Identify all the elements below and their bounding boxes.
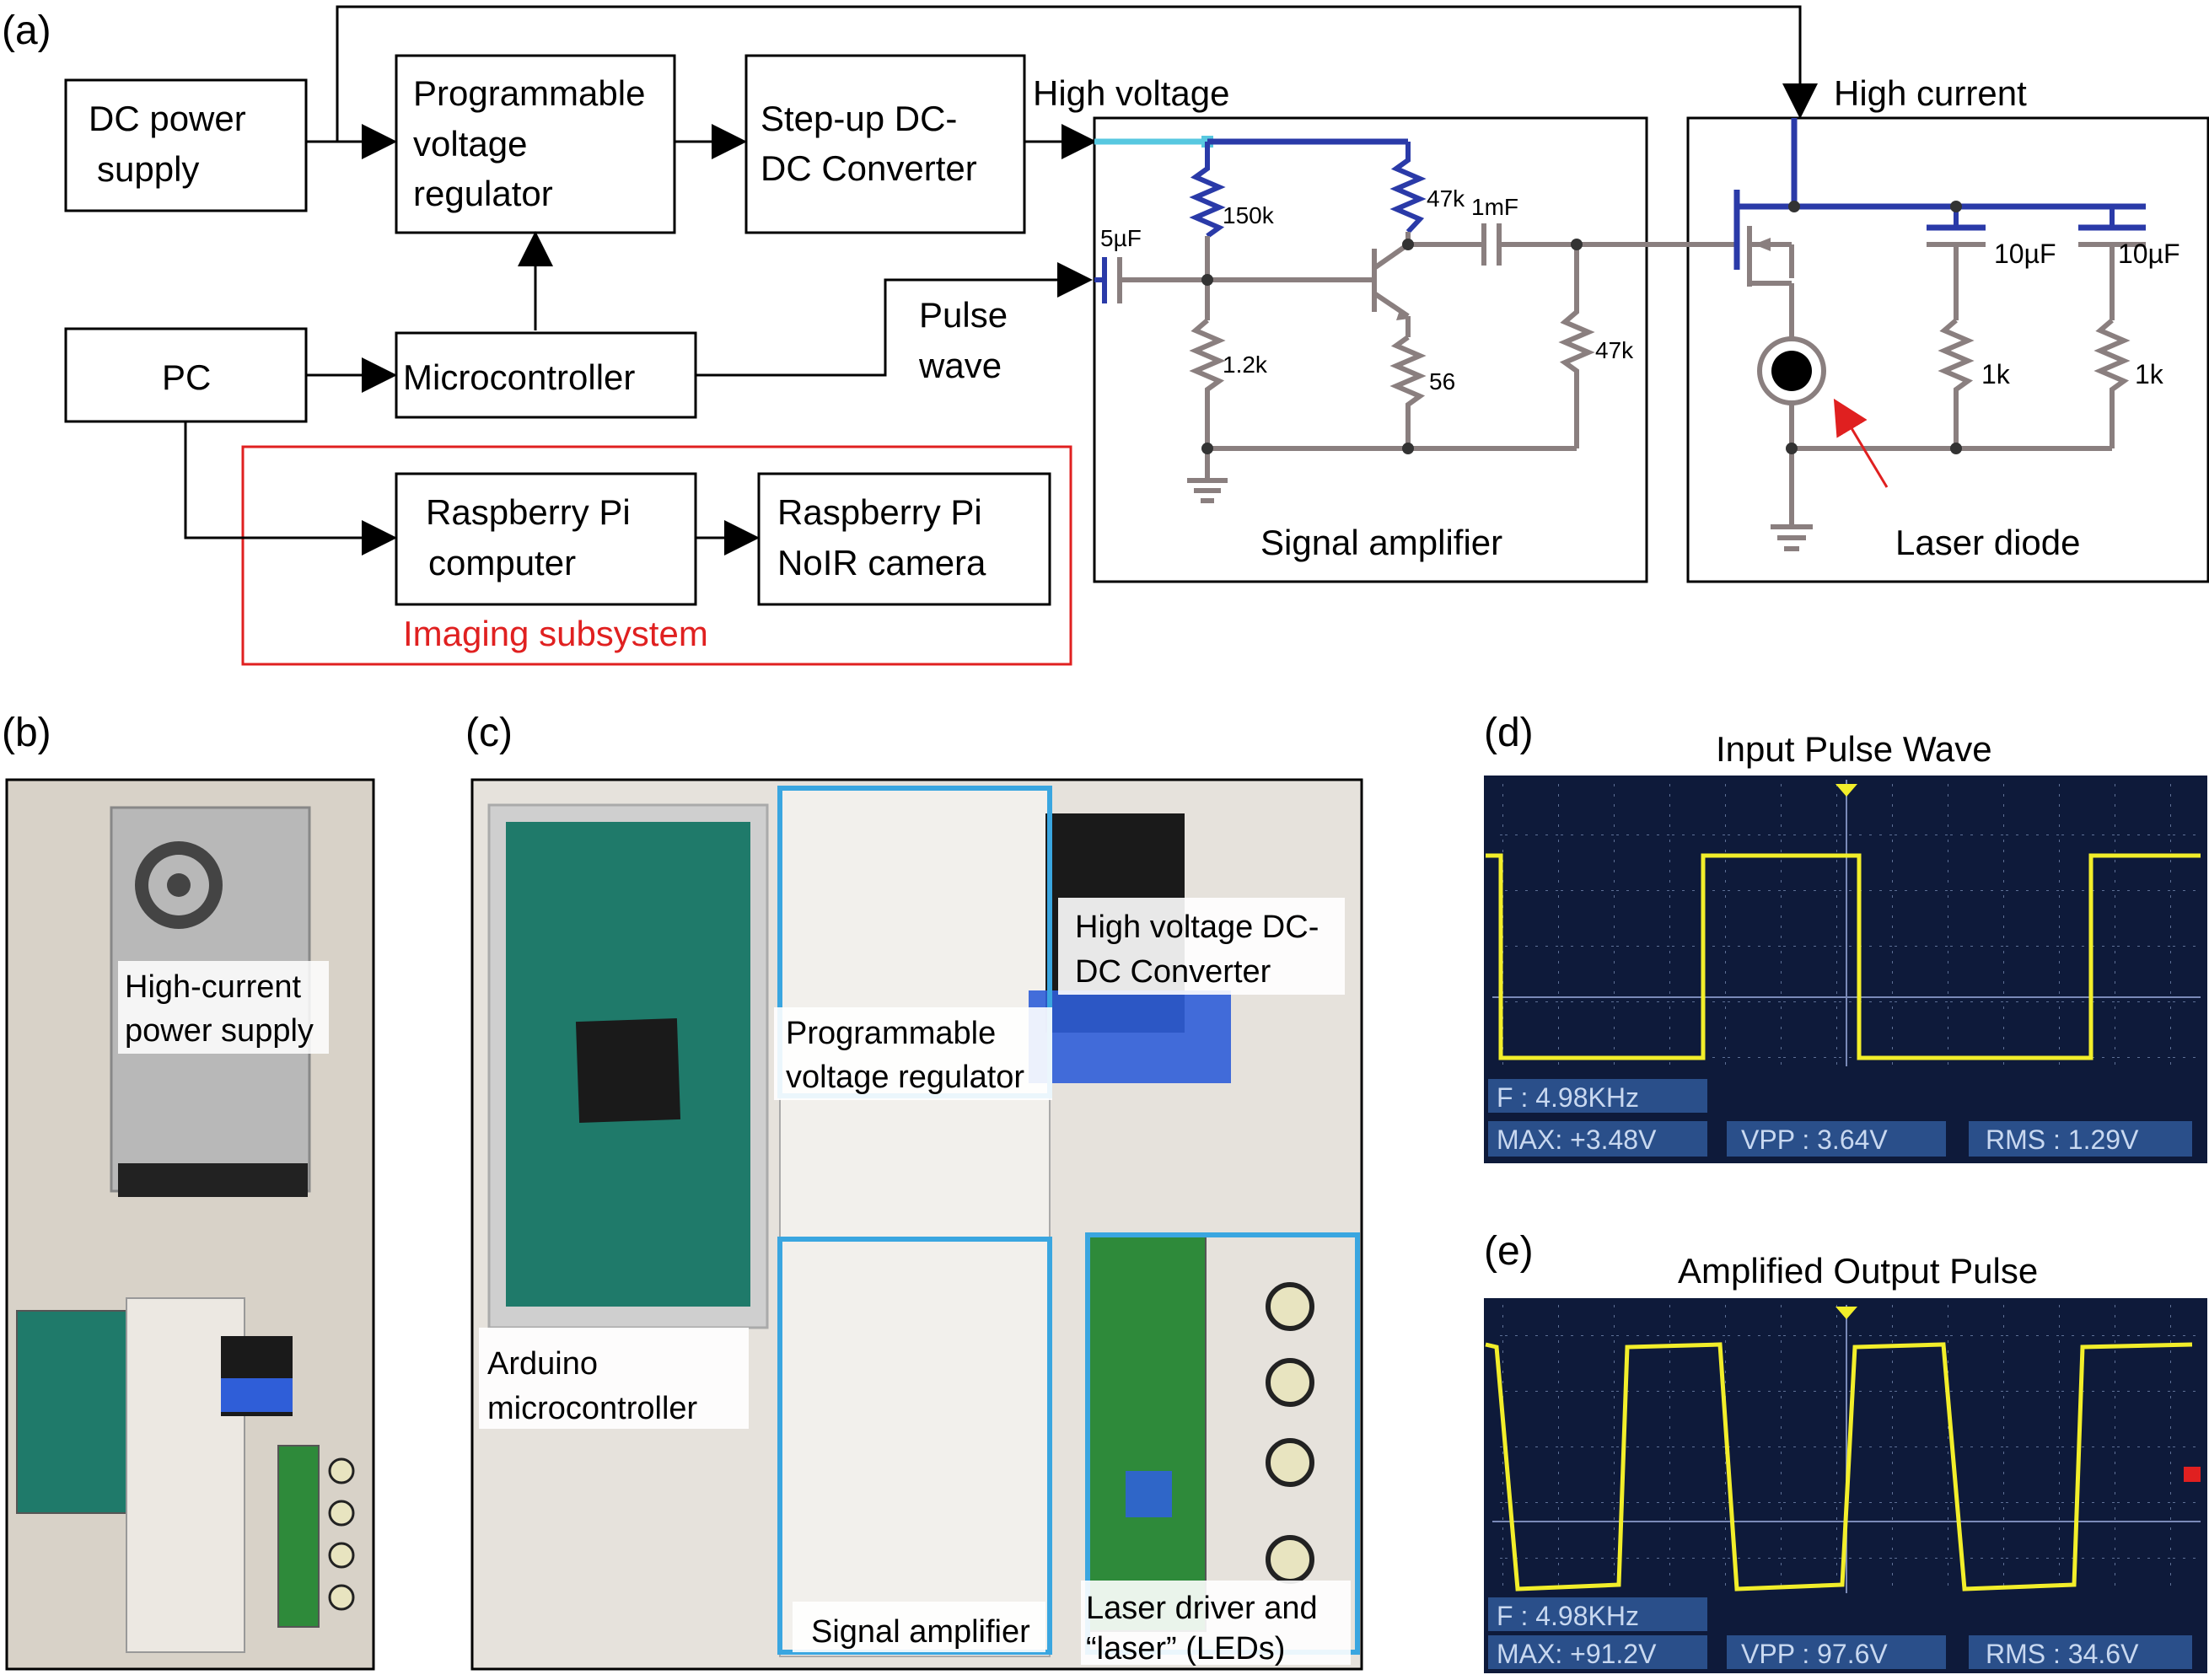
- laser-diode-label: Laser diode: [1895, 523, 2081, 562]
- scope-d: F : 4.98KHz MAX: +3.48V VPP : 3.64V RMS …: [1484, 776, 2207, 1163]
- scope-e-freq: F : 4.98KHz: [1497, 1601, 1639, 1631]
- laser-driver-box: [1686, 116, 2209, 583]
- amp-r1-label: 150k: [1223, 202, 1275, 228]
- amp-r3-label: 1.2k: [1223, 352, 1268, 378]
- dc-power-supply-box: [64, 78, 308, 212]
- scope-e-vpp: VPP : 97.6V: [1741, 1639, 1888, 1669]
- scope-d-vpp: VPP : 3.64V: [1741, 1124, 1888, 1155]
- regulator-line2: voltage: [413, 124, 527, 164]
- imaging-subsystem-box: [241, 445, 1072, 666]
- laser-r2-label: 1k: [2135, 359, 2164, 389]
- amp-cin-label: 5µF: [1100, 225, 1142, 251]
- high-current-label: High current: [1834, 73, 2027, 113]
- scope-e-title: Amplified Output Pulse: [1678, 1251, 2038, 1291]
- pulse-label-line2: wave: [918, 346, 1002, 385]
- c-regulator-label-bg: [774, 1007, 1052, 1100]
- c-laser-label-bg: [1081, 1581, 1351, 1665]
- regulator-line3: regulator: [413, 174, 553, 213]
- scope-e-max: MAX: +91.2V: [1497, 1639, 1657, 1669]
- rpi-computer-line2: computer: [428, 543, 576, 582]
- high-voltage-label: High voltage: [1033, 73, 1229, 113]
- c-breadboard: [779, 787, 1051, 1657]
- panel-a-label: (a): [2, 8, 51, 53]
- scope-d-title: Input Pulse Wave: [1716, 729, 1992, 769]
- b-led-board: [277, 1445, 320, 1628]
- amp-cout-label: 1mF: [1471, 194, 1518, 220]
- panel-e-label: (e): [1484, 1229, 1534, 1274]
- laser-r1-label: 1k: [1981, 359, 2011, 389]
- laser-driver-schematic: 10µF 10µF 1k 1k: [1733, 118, 2180, 551]
- amp-r2-label: 47k: [1427, 185, 1465, 212]
- step-up-line2: DC Converter: [761, 148, 977, 188]
- c-dcdc-line1: High voltage DC-: [1075, 910, 1319, 945]
- scope-e-rms: RMS : 34.6V: [1986, 1639, 2139, 1669]
- scope-d-max: MAX: +3.48V: [1497, 1124, 1657, 1155]
- panel-c-label: (c): [465, 711, 513, 755]
- block-connections: [184, 5, 1818, 556]
- c-laser-line1: Laser driver and: [1086, 1591, 1318, 1626]
- signal-amplifier-title: Signal amplifier: [1260, 523, 1502, 562]
- rpi-camera-line1: Raspberry Pi: [777, 492, 982, 532]
- rpi-camera-line2: NoIR camera: [777, 543, 986, 582]
- c-regulator-line1: Programmable: [786, 1016, 996, 1051]
- amplifier-schematic: 150k 47k 1mF 5µF 1.2k 56 47k: [1094, 136, 1737, 503]
- amp-r4-label: 56: [1429, 368, 1455, 395]
- regulator-line1: Programmable: [413, 73, 645, 113]
- b-label-bg: [118, 961, 329, 1054]
- pulse-label-line1: Pulse: [919, 295, 1008, 335]
- microcontroller-label: Microcontroller: [403, 357, 635, 397]
- laser-c2-label: 10µF: [2118, 239, 2180, 269]
- rpi-computer-line1: Raspberry Pi: [426, 492, 631, 532]
- c-amplifier-label-bg: [793, 1602, 1045, 1652]
- c-led-board: [1087, 1234, 1207, 1632]
- c-arduino-label-bg: [479, 1328, 749, 1429]
- b-arduino-board: [16, 1310, 127, 1514]
- c-regulator-line2: voltage regulator: [786, 1060, 1024, 1095]
- scope-d-freq: F : 4.98KHz: [1497, 1082, 1639, 1113]
- c-arduino-line1: Arduino: [487, 1346, 598, 1382]
- b-label-line2: power supply: [125, 1013, 314, 1049]
- c-amplifier-label: Signal amplifier: [811, 1614, 1030, 1650]
- scope-d-rms: RMS : 1.29V: [1986, 1124, 2139, 1155]
- b-label-line1: High-current: [125, 969, 302, 1005]
- c-dcdc-line2: DC Converter: [1075, 954, 1271, 990]
- c-dcdc-label-bg: [1058, 898, 1345, 995]
- pc-label: PC: [162, 357, 211, 397]
- panel-b-label: (b): [2, 711, 51, 755]
- laser-c1-label: 10µF: [1994, 239, 2056, 269]
- amp-r5-label: 47k: [1595, 337, 1634, 363]
- signal-amplifier-box: [1093, 116, 1648, 583]
- c-arduino-line2: microcontroller: [487, 1391, 698, 1426]
- scope-e: F : 4.98KHz MAX: +91.2V VPP : 97.6V RMS …: [1484, 1298, 2207, 1673]
- step-up-line1: Step-up DC-: [761, 99, 957, 138]
- step-up-box: [744, 54, 1026, 234]
- panel-d-label: (d): [1484, 711, 1534, 755]
- c-laser-line2: “laser” (LEDs): [1086, 1631, 1285, 1667]
- imaging-subsystem-label: Imaging subsystem: [403, 614, 708, 653]
- dc-power-supply-line2: supply: [97, 149, 199, 189]
- dc-power-supply-line1: DC power: [89, 99, 246, 138]
